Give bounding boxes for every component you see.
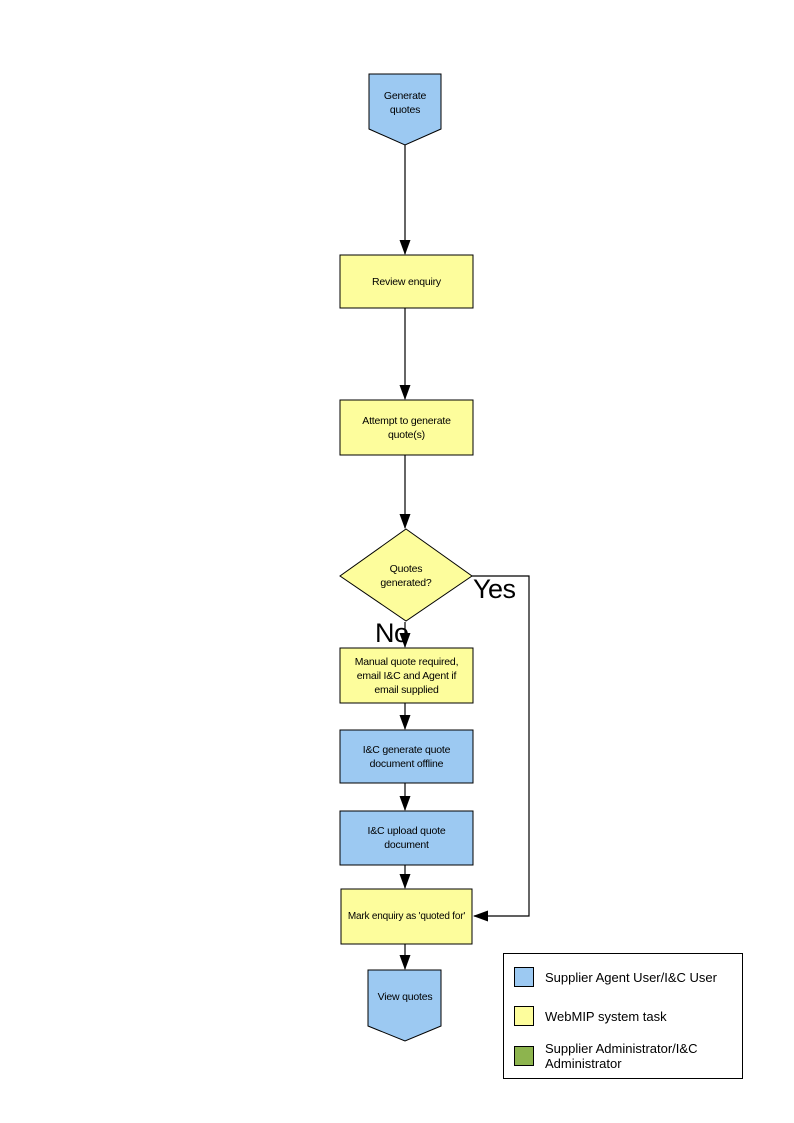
generate-quotes-shape — [368, 73, 442, 146]
review-enquiry-label: Review enquiry — [372, 275, 441, 288]
legend-swatch-yellow-rect — [514, 1006, 534, 1026]
legend-label-supplier-agent: Supplier Agent User/I&C User — [545, 969, 717, 985]
no-branch-label: No — [375, 618, 409, 648]
legend-label-webmip-task: WebMIP system task — [545, 1008, 667, 1024]
ic-generate-shape — [339, 729, 474, 784]
attempt-generate-shape — [339, 399, 474, 456]
yes-branch-label: Yes — [473, 574, 516, 604]
legend-swatch-yellow-icon — [514, 1006, 534, 1026]
legend-swatch-green-rect — [514, 1046, 534, 1066]
legend-box: Supplier Agent User/I&C User WebMIP syst… — [503, 953, 743, 1079]
mark-enquiry-shape — [340, 888, 473, 945]
review-enquiry-shape — [339, 254, 474, 309]
quotes-generated-label: Quotes generated? — [380, 563, 432, 589]
legend-label-supplier-admin: Supplier Administrator/I&C Administrator — [545, 1041, 698, 1071]
ic-generate-label: I&C generate quote document offline — [362, 743, 451, 770]
manual-quote-label: Manual quote required, email I&C and Age… — [354, 655, 459, 696]
view-quotes-label: View quotes — [377, 991, 433, 1003]
view-quotes-shape — [367, 969, 442, 1042]
ic-upload-label: I&C upload quote document — [367, 825, 446, 851]
legend-item-supplier-agent: Supplier Agent User/I&C User — [514, 967, 717, 987]
ic-upload-shape — [339, 810, 474, 866]
attempt-generate-label: Attempt to generate quote(s) — [362, 414, 451, 441]
mark-enquiry-label: Mark enquiry as 'quoted for' — [347, 910, 466, 922]
manual-quote-shape — [339, 647, 474, 704]
quotes-generated-decision-shape — [339, 528, 473, 622]
legend-swatch-blue-icon — [514, 967, 534, 987]
legend-item-supplier-admin: Supplier Administrator/I&C Administrator — [514, 1041, 697, 1071]
legend-item-webmip-task: WebMIP system task — [514, 1006, 667, 1026]
legend-swatch-green-icon — [514, 1046, 534, 1066]
connector-decision-yes-to-mark — [472, 575, 530, 922]
legend-swatch-blue-rect — [514, 967, 534, 987]
generate-quotes-label: Generate quotes — [383, 90, 427, 116]
